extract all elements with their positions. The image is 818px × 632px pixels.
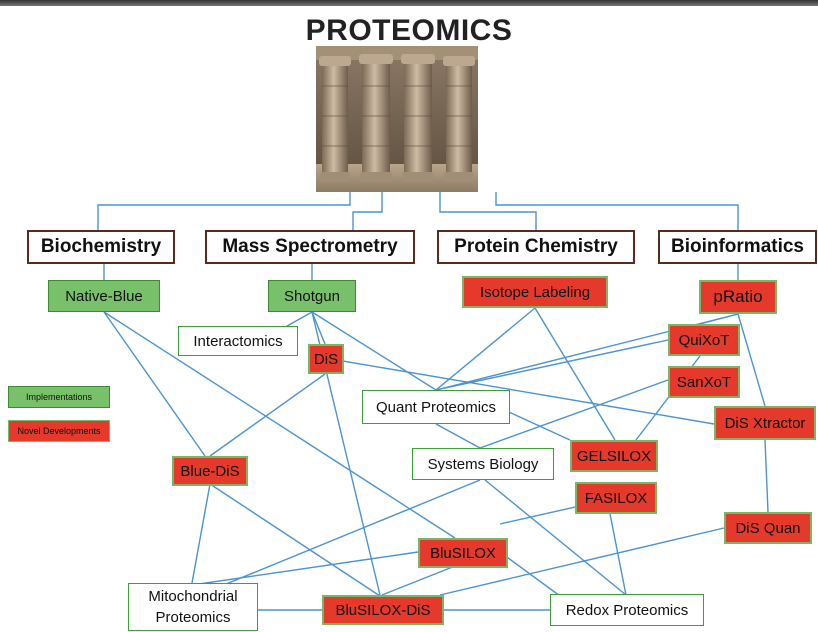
edge-isotope-labeling-gelsilox [534,307,616,441]
category-protein-chemistry: Protein Chemistry [437,230,635,264]
node-dis-xtractor: DiS Xtractor [714,406,816,440]
edge-native-blue-blusilox [103,311,456,539]
edge-pillars-bioinformatics [495,192,739,230]
edge-shotgun-dis [311,311,326,345]
node-fasilox: FASILOX [575,482,657,514]
edge-quant-proteomics-systems-biology [435,423,481,449]
edge-quant-proteomics-gelsilox [499,407,571,441]
edge-pillars-biochemistry [97,192,351,230]
edge-blusilox-blusilox-dis [381,565,456,596]
node-quixot: QuiXoT [668,324,740,356]
legend-novel-developments: Novel Developments [8,420,110,442]
edge-dis-blue-dis [209,373,326,457]
node-interactomics: Interactomics [178,326,298,356]
edge-blue-dis-blusilox-dis [209,483,381,597]
edge-pillars-mass-spectrometry [352,192,383,230]
diagram-title: PROTEOMICS [305,14,513,47]
node-sanxot: SanXoT [668,366,740,398]
category-biochemistry: Biochemistry [27,230,175,264]
node-blusilox: BluSILOX [418,538,508,568]
edge-blue-dis-mitochondrial [191,483,211,584]
node-dis-quan: DiS Quan [724,512,812,544]
edge-isotope-labeling-quant-proteomics [435,307,536,391]
edge-pratio-dis-xtractor [737,313,766,407]
node-systems-biology: Systems Biology [412,448,554,480]
edge-blusilox-mitochondrial [191,551,419,586]
node-gelsilox: GELSILOX [570,440,658,472]
category-bioinformatics: Bioinformatics [658,230,817,264]
edge-native-blue-blue-dis [103,311,206,457]
category-mass-spectrometry: Mass Spectrometry [205,230,415,264]
node-dis: DiS [308,344,344,374]
node-mitochondrial-proteomics: Mitochondrial Proteomics [128,583,258,631]
edge-dis-xtractor-dis-quan [764,439,769,513]
node-pratio: pRatio [699,280,777,314]
node-shotgun: Shotgun [268,280,356,312]
pillars-image [316,46,478,192]
edge-dis-quan-blusilox-dis [439,527,725,596]
node-redox-proteomics: Redox Proteomics [550,594,704,626]
node-native-blue: Native-Blue [48,280,160,312]
edge-fasilox-redox-proteomics [609,513,627,596]
node-isotope-labeling: Isotope Labeling [462,276,608,308]
edge-pillars-protein-chemistry [439,192,537,230]
top-strip [0,0,818,6]
edge-sanxot-systems-biology [479,379,669,449]
edge-quixot-quant-proteomics [435,339,669,391]
node-quant-proteomics: Quant Proteomics [362,390,510,424]
edge-shotgun-quant-proteomics [311,311,437,391]
node-blusilox-dis: BluSILOX-DiS [322,595,444,625]
legend-implementations: Implementations [8,386,110,408]
edge-blusilox-redox-proteomics [499,551,561,597]
edge-dis-dis-xtractor [324,357,715,425]
edge-systems-biology-redox [484,479,627,596]
node-blue-dis: Blue-DiS [172,456,248,486]
